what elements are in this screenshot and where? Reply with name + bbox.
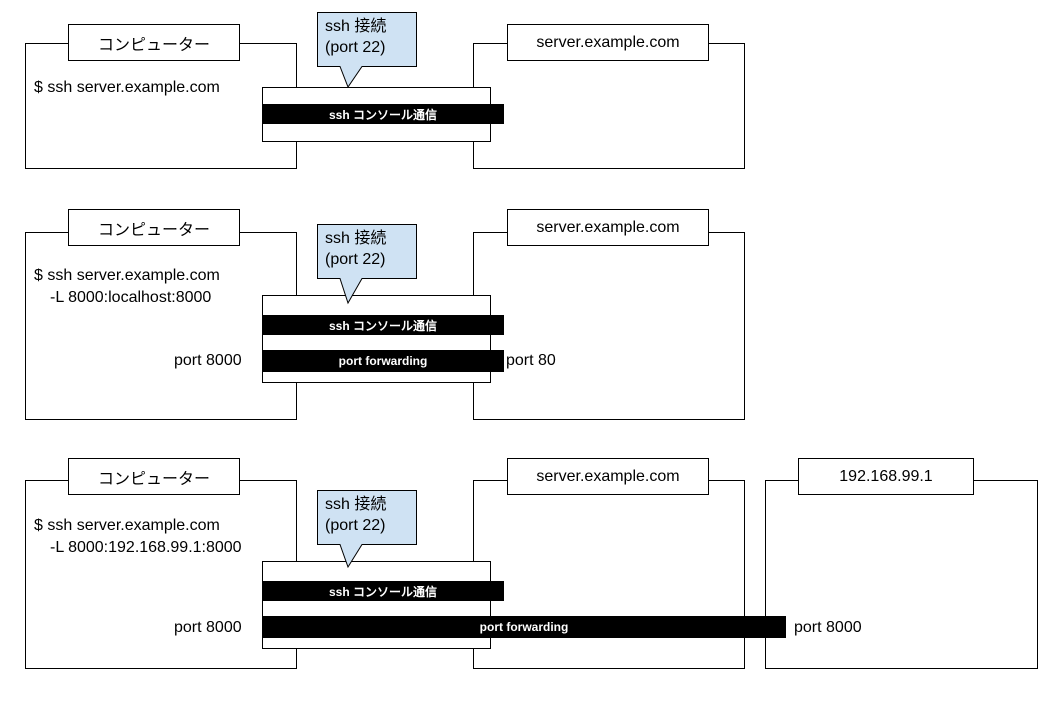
server-label: server.example.com: [507, 24, 709, 61]
remote-port-label: port 8000: [794, 619, 862, 636]
ssh-console-bar: ssh コンソール通信: [262, 315, 504, 335]
remote-host-label: 192.168.99.1: [798, 458, 974, 495]
server-box: [473, 480, 745, 669]
callout-shape: [317, 12, 417, 89]
callout-line-2: (port 22): [325, 39, 386, 56]
ssh-command: $ ssh server.example.com: [34, 517, 220, 534]
port-forwarding-bar: port forwarding: [262, 616, 786, 638]
callout-line-1: ssh 接続: [325, 18, 387, 35]
ssh-command: $ ssh server.example.com: [34, 79, 220, 96]
server-label: server.example.com: [507, 458, 709, 495]
ssh-command-option: -L 8000:192.168.99.1:8000: [50, 539, 242, 556]
ssh-command: $ ssh server.example.com: [34, 267, 220, 284]
remote-host-box: [765, 480, 1038, 669]
callout-text: ssh 接続 (port 22): [325, 16, 386, 58]
callout-line-2: (port 22): [325, 251, 386, 268]
callout-line-1: ssh 接続: [325, 496, 387, 513]
ssh-console-bar: ssh コンソール通信: [262, 104, 504, 124]
callout-shape: [317, 224, 417, 305]
computer-box: [25, 43, 297, 169]
computer-box: [25, 232, 297, 420]
callout-line-1: ssh 接続: [325, 230, 387, 247]
ssh-connection-callout: ssh 接続 (port 22): [317, 224, 417, 305]
callout-text: ssh 接続 (port 22): [325, 494, 386, 536]
callout-shape: [317, 490, 417, 569]
server-box: [473, 43, 745, 169]
server-port-label: port 80: [506, 352, 556, 369]
server-box: [473, 232, 745, 420]
computer-label: コンピューター: [68, 209, 240, 246]
ssh-connection-callout: ssh 接続 (port 22): [317, 490, 417, 569]
ssh-command-option: -L 8000:localhost:8000: [50, 289, 212, 306]
local-port-label: port 8000: [174, 352, 242, 369]
computer-label: コンピューター: [68, 458, 240, 495]
callout-line-2: (port 22): [325, 517, 386, 534]
callout-text: ssh 接続 (port 22): [325, 228, 386, 270]
computer-label: コンピューター: [68, 24, 240, 61]
ssh-console-bar: ssh コンソール通信: [262, 581, 504, 601]
port-forwarding-bar: port forwarding: [262, 350, 504, 372]
computer-box: [25, 480, 297, 669]
server-label: server.example.com: [507, 209, 709, 246]
ssh-connection-callout: ssh 接続 (port 22): [317, 12, 417, 89]
local-port-label: port 8000: [174, 619, 242, 636]
